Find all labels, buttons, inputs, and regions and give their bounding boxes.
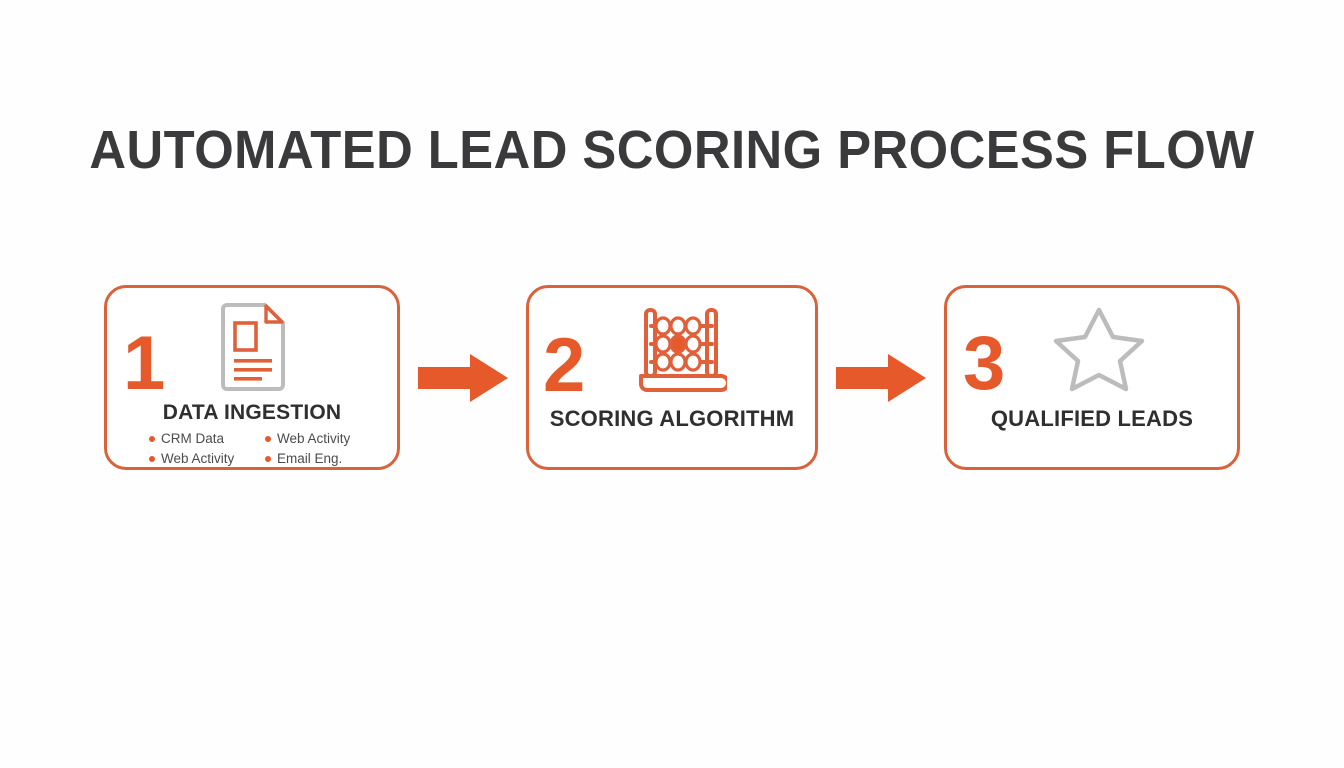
- star-icon: [1053, 302, 1145, 399]
- step-label-3: QUALIFIED LEADS: [990, 406, 1194, 431]
- bullet-dot-icon: [265, 455, 271, 462]
- step-number-1: 1: [123, 321, 166, 406]
- flow-step-card-3[interactable]: 3 QUALIFIED LEADS: [944, 285, 1240, 470]
- data-source-list: CRM Data Web Activity Web Activity Email…: [149, 429, 369, 468]
- abacus-icon: [635, 304, 730, 401]
- list-item-label: Email Eng.: [277, 451, 343, 466]
- step-number-3: 3: [963, 321, 1006, 406]
- list-item-label: CRM Data: [161, 431, 225, 446]
- arrow-right-icon: [836, 352, 928, 409]
- step-label-1: DATA INGESTION: [162, 401, 342, 424]
- page-title: AUTOMATED LEAD SCORING PROCESS FLOW: [89, 120, 1255, 180]
- arrow-right-icon: [418, 352, 510, 409]
- bullet-dot-icon: [149, 435, 155, 442]
- list-item-label: Web Activity: [161, 451, 235, 466]
- document-icon: [219, 303, 287, 396]
- list-item: CRM Data: [149, 429, 253, 448]
- bullet-dot-icon: [149, 455, 155, 462]
- bullet-dot-icon: [265, 435, 271, 442]
- flow-step-card-1[interactable]: 1 DATA INGESTION CRM Data Web Activity: [104, 285, 400, 470]
- list-item: Web Activity: [149, 449, 253, 468]
- list-item: Web Activity: [265, 429, 369, 448]
- flow-step-card-2[interactable]: 2: [526, 285, 818, 470]
- list-item: Email Eng.: [265, 449, 369, 468]
- step-label-2: SCORING ALGORITHM: [549, 406, 795, 431]
- step-number-2: 2: [543, 323, 586, 408]
- list-item-label: Web Activity: [277, 431, 351, 446]
